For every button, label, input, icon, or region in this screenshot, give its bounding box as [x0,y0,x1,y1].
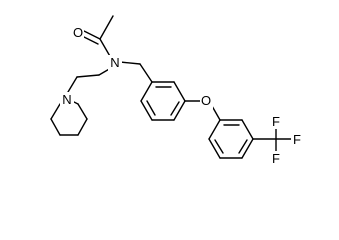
bond-carbonyl-oxygen-b [81,35,99,45]
bond-ether-o-ring-b [211,105,221,121]
ring-a-bond-5 [140,100,153,121]
ring-b-bond-6 [208,119,221,140]
atom-fluorine-right: F [293,132,301,147]
ring-a-bond-2 [173,81,186,102]
bond-benzyl-ch2-ring-a [139,63,153,83]
ring-b-bond-3 [241,138,254,159]
atom-amide-nitrogen: N [110,55,119,70]
ring-b-inner-bond-3 [214,139,224,154]
bond-piperidine-c4-c5 [77,118,88,136]
atom-carbonyl-oxygen: O [73,25,83,40]
bond-ethyl-c1-c2 [76,74,100,78]
ring-b-inner-bond-2 [238,139,248,154]
ring-a-bond-6 [140,81,153,102]
atom-fluorine-top: F [272,114,280,129]
atom-fluorine-bottom: F [272,151,280,166]
bond-piperidine-n-c2 [50,103,61,120]
molecule-drawing: O N N O F F F [50,15,303,166]
bond-carbonyl-amide-n [99,38,112,59]
ring-a-inner-bond-2 [170,101,180,116]
bond-methyl-carbonyl [99,15,114,40]
atom-ether-oxygen: O [201,93,211,108]
bond-ethyl-c2-piperidine-n [67,76,78,93]
bond-carbonyl-oxygen-a [83,30,101,40]
chemical-structure-canvas: O N N O F F F [50,15,303,166]
bond-amide-n-benzyl-ch2 [119,61,141,65]
ring-b-bond-5 [208,138,221,159]
bond-piperidine-c5-c6 [77,103,88,120]
ring-a-bond-3 [173,100,186,121]
ring-b-bond-2 [241,119,254,140]
bond-piperidine-c2-c3 [50,118,61,136]
ring-a-inner-bond-3 [146,100,156,116]
atom-piperidine-nitrogen: N [62,92,71,107]
